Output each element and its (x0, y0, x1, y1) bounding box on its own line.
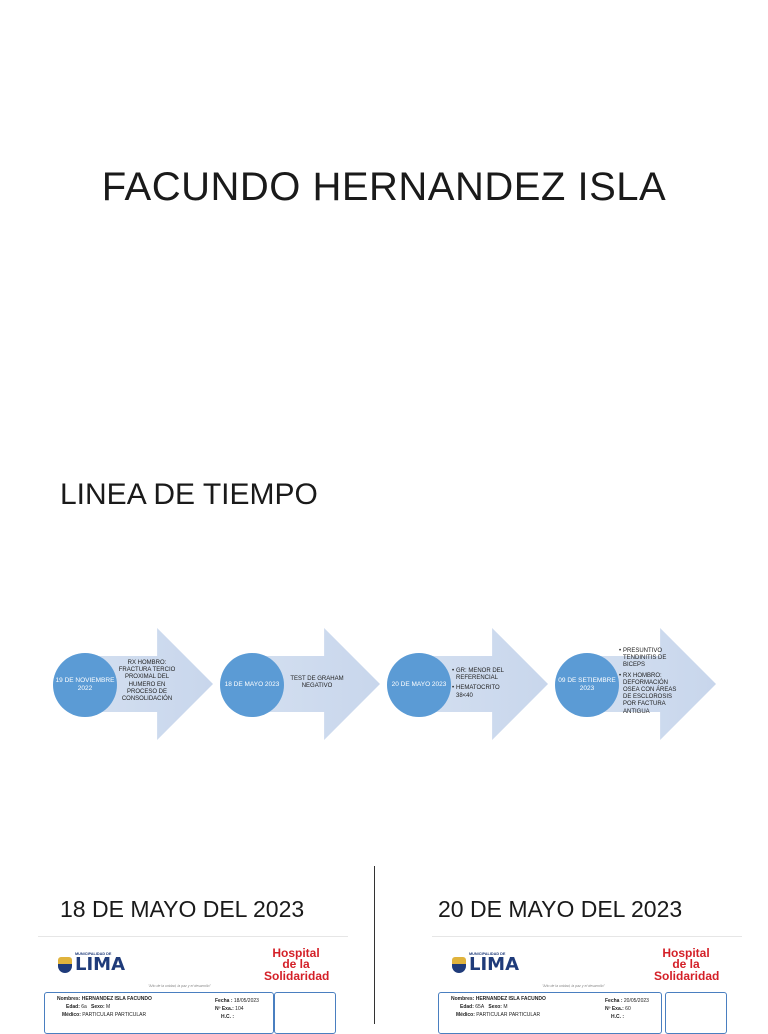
side-info-box (274, 992, 336, 1034)
timeline-text: RX HOMBRO: FRACTURA TERCIO PROXIMAL DEL … (118, 660, 176, 702)
lima-logo: MUNICIPALIDAD DE LIMA (452, 952, 519, 973)
patient-info-box: Nombres: HERNANDEZ ISLA FACUNDO Edad: 65… (438, 992, 662, 1034)
lab-report-thumbnail: MUNICIPALIDAD DE LIMA Hospital de la Sol… (38, 936, 348, 1034)
side-info-box (665, 992, 727, 1034)
hospital-logo: Hospital de la Solidaridad (264, 946, 330, 983)
timeline-bullet: PRESUNTIVO TENDINITIS DE BICEPS (619, 648, 683, 670)
lab-report-thumbnail: MUNICIPALIDAD DE LIMA Hospital de la Sol… (432, 936, 742, 1034)
page-title: FACUNDO HERNANDEZ ISLA (101, 165, 667, 209)
timeline-bullets: PRESUNTIVO TENDINITIS DE BICEPS RX HOMBR… (619, 648, 683, 719)
hospital-logo: Hospital de la Solidaridad (654, 946, 720, 983)
section-heading: 18 DE MAYO DEL 2023 (60, 896, 305, 922)
timeline-bullet: RX HOMBRO: DEFORMACIÓN OSEA CON ÁREAS DE… (619, 673, 683, 716)
slide-divider (374, 866, 375, 1024)
timeline-text: TEST DE GRAHAM NEGATIVO (290, 676, 344, 690)
timeline-date-circle: 18 DE MAYO 2023 (220, 653, 284, 717)
lima-logo: MUNICIPALIDAD DE LIMA (58, 952, 125, 973)
timeline-date-circle: 20 DE MAYO 2023 (387, 653, 451, 717)
patient-info-box: Nombres: HERNANDEZ ISLA FACUNDO Edad: 6a… (44, 992, 274, 1034)
timeline-heading: LINEA DE TIEMPO (60, 478, 318, 511)
section-heading: 20 DE MAYO DEL 2023 (438, 896, 683, 922)
timeline-date-circle: 09 DE SETIEMBRE 2023 (555, 653, 619, 717)
motto-text: "Año de la unidad, la paz y el desarroll… (148, 984, 211, 988)
timeline-bullets: GR: MENOR DEL REFERENCIAL HEMATOCRITO 38… (452, 668, 516, 703)
lima-crest-icon (452, 956, 466, 973)
timeline-date-circle: 19 DE NOVIEMBRE 2022 (53, 653, 117, 717)
timeline: 19 DE NOVIEMBRE 2022 RX HOMBRO: FRACTURA… (0, 625, 768, 745)
lima-crest-icon (58, 956, 72, 973)
motto-text: "Año de la unidad, la paz y el desarroll… (542, 984, 605, 988)
timeline-bullet: GR: MENOR DEL REFERENCIAL (452, 668, 516, 682)
timeline-bullet: HEMATOCRITO 38<40 (452, 685, 516, 699)
